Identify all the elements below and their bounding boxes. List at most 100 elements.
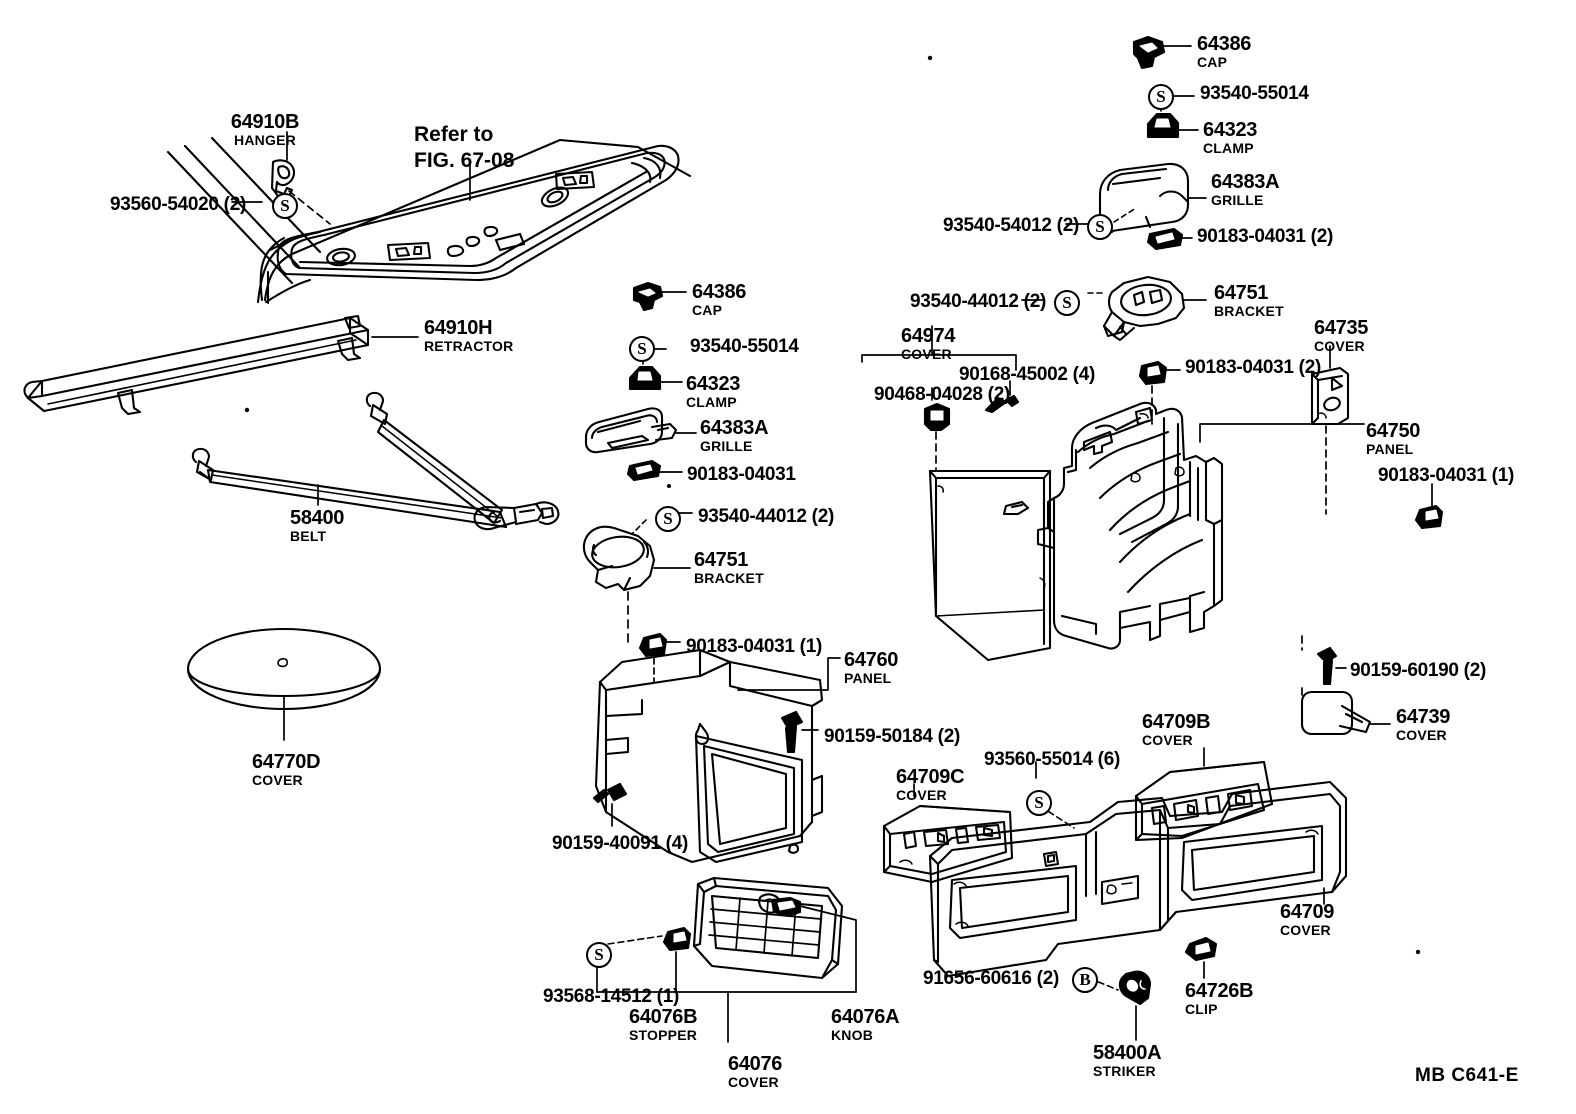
symbol-s-icon: S [1087, 214, 1113, 240]
part-name: CAP [692, 302, 723, 318]
hardware-callout-h10[interactable]: 90468-04028 (2) [874, 384, 1010, 405]
part-name: PANEL [1366, 441, 1414, 457]
part-number: 64770D [252, 751, 321, 773]
part-name: CLIP [1185, 1001, 1218, 1017]
hardware-callout-h18[interactable]: 93560-55014 (6) [984, 749, 1120, 770]
part-number: 64974 [901, 325, 956, 347]
part-name: COVER [1396, 727, 1447, 743]
hardware-callout-h06[interactable]: 93540-54012 (2) [943, 215, 1079, 236]
part-name: COVER [1280, 922, 1331, 938]
hardware-callout-h12[interactable]: 90183-04031 (1) [1378, 465, 1514, 486]
part-number: 58400A [1093, 1042, 1162, 1064]
part-number: 64739 [1396, 706, 1451, 728]
part-number: 64751 [694, 549, 749, 571]
part-number: 64709B [1142, 711, 1211, 733]
hardware-callout-h03[interactable]: 90183-04031 [687, 464, 796, 485]
part-number: 64076 [728, 1053, 783, 1075]
part-number: 64383A [1211, 171, 1280, 193]
hardware-callout-h16[interactable]: 90159-40091 (4) [552, 833, 688, 854]
part-name: COVER [1142, 732, 1193, 748]
symbol-s-icon: S [629, 336, 655, 362]
part-name: BELT [290, 528, 327, 544]
part-name: COVER [1314, 338, 1365, 354]
part-number: 64910B [230, 111, 300, 133]
part-number: 64735 [1314, 317, 1369, 339]
reference-note: Refer to FIG. 67-08 [414, 123, 515, 172]
symbol-s-icon: S [1148, 84, 1174, 110]
part-name: RETRACTOR [424, 338, 514, 354]
symbol-s-icon: S [655, 506, 681, 532]
hardware-callout-h02[interactable]: 93540-55014 [690, 336, 799, 357]
part-name: CLAMP [686, 394, 737, 410]
hardware-callout-h07[interactable]: 90183-04031 (2) [1197, 226, 1333, 247]
part-name: COVER [901, 346, 952, 362]
part-name: GRILLE [1211, 192, 1264, 208]
part-number: 64726B [1185, 980, 1254, 1002]
part-number: 64323 [686, 373, 741, 395]
part-name: KNOB [831, 1027, 874, 1043]
hardware-callout-h17[interactable]: 93568-14512 (1) [543, 986, 679, 1007]
hardware-callout-h08[interactable]: 93540-44012 (2) [910, 291, 1046, 312]
hardware-callout-h19[interactable]: 91656-60616 (2) [923, 968, 1059, 989]
part-number: 64386 [692, 281, 747, 303]
part-number: 64750 [1366, 420, 1421, 442]
part-number: 64076A [831, 1006, 900, 1028]
hardware-callout-h14[interactable]: 90183-04031 (1) [686, 636, 822, 657]
part-name: BRACKET [1214, 303, 1284, 319]
hardware-callout-h05[interactable]: 93540-55014 [1200, 83, 1309, 104]
symbol-b-icon: B [1072, 967, 1098, 993]
part-name: COVER [896, 787, 947, 803]
part-name: COVER [252, 772, 303, 788]
symbol-s-icon: S [1054, 290, 1080, 316]
part-number: 64386 [1197, 33, 1252, 55]
part-number: 64076B [629, 1006, 698, 1028]
part-name: STOPPER [629, 1027, 698, 1043]
hardware-callout-h01[interactable]: 93560-54020 (2) [110, 194, 246, 215]
part-name: PANEL [844, 670, 892, 686]
diagram-footer-code: MB C641-E [1415, 1065, 1519, 1086]
part-number: 64383A [700, 417, 769, 439]
hardware-callout-h04[interactable]: 93540-44012 (2) [698, 506, 834, 527]
part-number: 58400 [290, 507, 345, 529]
symbol-s-icon: S [586, 942, 612, 968]
hardware-callout-h09[interactable]: 90168-45002 (4) [959, 364, 1095, 385]
hardware-callout-h11[interactable]: 90183-04031 (2) [1185, 357, 1321, 378]
part-number: 64910H [424, 317, 493, 339]
part-number: 64709C [896, 766, 965, 788]
part-name: BRACKET [694, 570, 764, 586]
part-number: 64751 [1214, 282, 1269, 304]
part-name: CAP [1197, 54, 1228, 70]
symbol-s-icon: S [1026, 790, 1052, 816]
part-number: 64760 [844, 649, 899, 671]
hardware-callout-h13[interactable]: 90159-60190 (2) [1350, 660, 1486, 681]
part-name: STRIKER [1093, 1063, 1156, 1079]
hardware-callout-h15[interactable]: 90159-50184 (2) [824, 726, 960, 747]
